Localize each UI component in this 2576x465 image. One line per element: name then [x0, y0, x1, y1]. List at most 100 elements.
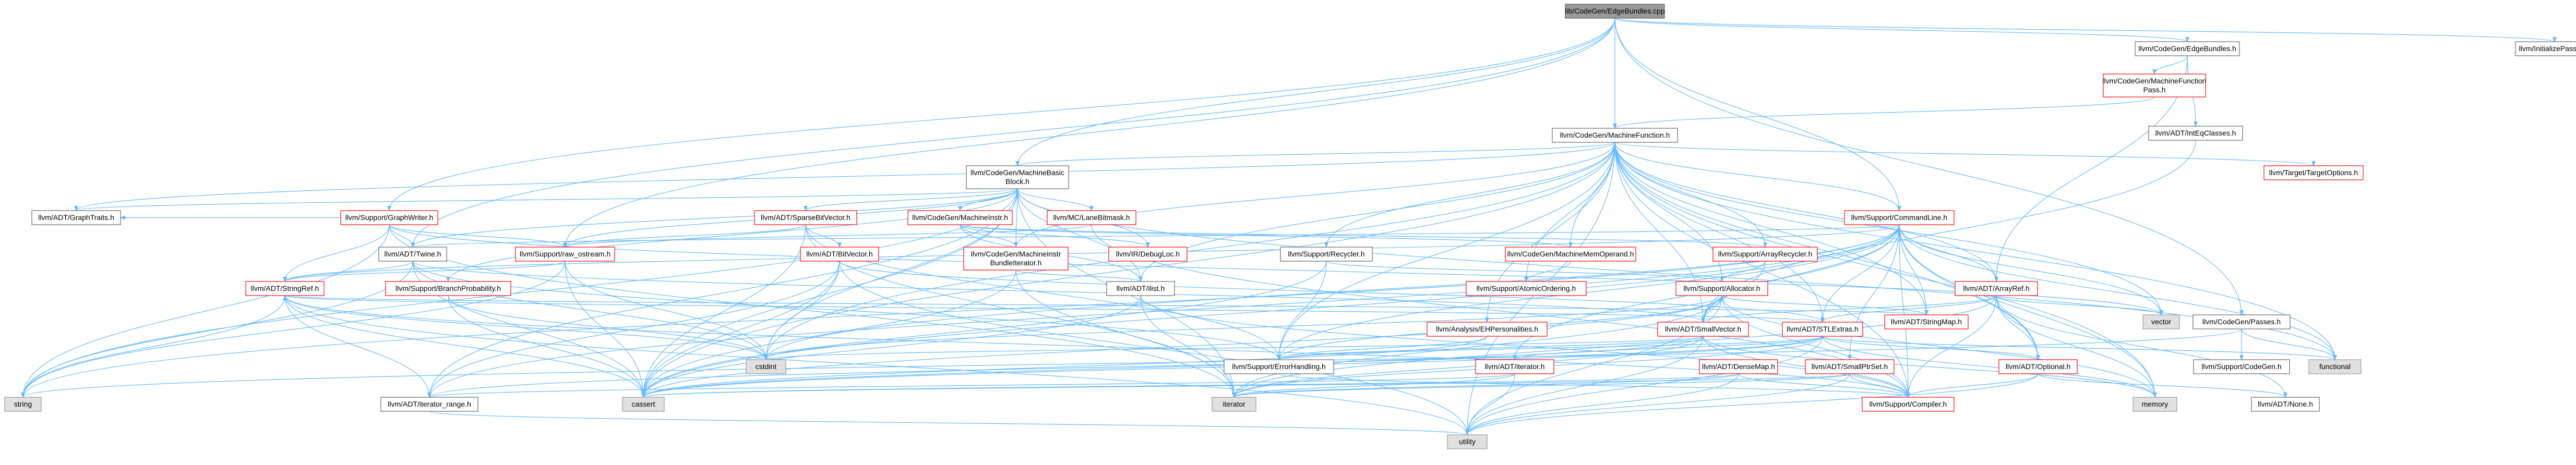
edge-graphwriter-to-ext-string [21, 224, 390, 398]
edge-mf-to-stringmap [1614, 142, 1928, 315]
node-label: llvm/Target/TargetOptions.h [2269, 168, 2358, 177]
edge-stlextras-to-ext-functional [1822, 336, 2337, 360]
edge-mf-to-ext-cstdint [764, 142, 1615, 360]
node-atomicordering[interactable]: llvm/Support/AtomicOrdering.h [1466, 281, 1587, 296]
edge-smallptrset-to-compiler [1849, 373, 1910, 398]
node-bitvector[interactable]: llvm/ADT/BitVector.h [800, 247, 879, 262]
node-inteqclasses[interactable]: llvm/ADT/IntEqClasses.h [2148, 126, 2243, 141]
edge-stringref-to-compiler [284, 295, 1910, 398]
node-label: llvm/CodeGen/MachineFunction [2102, 77, 2206, 85]
node-box [754, 210, 857, 225]
node-machineinstr[interactable]: llvm/CodeGen/MachineInstr.h [907, 210, 1013, 225]
edge-mfpass-to-mf [1613, 96, 2155, 129]
node-errorhandling[interactable]: llvm/Support/ErrorHandling.h [1224, 359, 1334, 374]
node-stlextras[interactable]: llvm/ADT/STLExtras.h [1782, 322, 1863, 337]
node-graphwriter[interactable]: llvm/Support/GraphWriter.h [340, 210, 438, 225]
node-smallvector[interactable]: llvm/ADT/SmallVector.h [1657, 322, 1749, 337]
node-optional[interactable]: llvm/ADT/Optional.h [1998, 359, 2078, 374]
node-box [966, 165, 1069, 189]
node-stringref[interactable]: llvm/ADT/StringRef.h [245, 281, 325, 296]
edge-mibundleiter-to-ext-cassert [641, 270, 1016, 398]
edge-commandline-to-ext-vector [1899, 224, 2163, 315]
node-arrayrecycler[interactable]: llvm/Support/ArrayRecycler.h [1712, 247, 1818, 262]
node-box [746, 359, 786, 374]
edge-mf-to-ext-cassert [641, 142, 1615, 398]
node-box [800, 247, 879, 262]
node-twine[interactable]: llvm/ADT/Twine.h [378, 247, 447, 262]
node-mf[interactable]: llvm/CodeGen/MachineFunction.h [1552, 128, 1678, 143]
node-box [1998, 359, 2078, 374]
node-densemap[interactable]: llvm/ADT/DenseMap.h [1699, 359, 1778, 374]
edge-machineinstr-to-irdebugloc [960, 224, 1150, 248]
node-box [378, 247, 447, 262]
node-label: llvm/CodeGen/MachineFunction.h [1560, 131, 1670, 139]
edge-stlextras-to-optional [1822, 336, 2040, 360]
node-lanebitmask[interactable]: llvm/MC/LaneBitmask.h [1047, 210, 1136, 225]
node-box [1447, 434, 1488, 449]
node-label: llvm/Support/ErrorHandling.h [1232, 362, 1326, 371]
node-targetoptions[interactable]: llvm/Target/TargetOptions.h [2263, 165, 2364, 180]
edge-stringmap-to-allocator [1720, 295, 1927, 315]
node-box [1427, 322, 1548, 337]
node-box [2135, 41, 2240, 56]
edge-stringref-to-ext-string [21, 295, 285, 398]
edge-smallvector-to-ext-cstdint [764, 336, 1704, 360]
node-sparsebitvector[interactable]: llvm/ADT/SparseBitVector.h [754, 210, 857, 225]
edge-errorhandling-to-compiler [1278, 373, 1910, 398]
edge-commandline-to-ext-functional [1899, 224, 2337, 360]
node-box [1505, 247, 1636, 262]
node-mibundleiter[interactable]: llvm/CodeGen/MachineInstrBundleIterator.… [963, 247, 1069, 271]
edge-bitvector-to-iterrange [427, 261, 840, 398]
node-recycler[interactable]: llvm/Support/Recycler.h [1280, 247, 1373, 262]
node-branchprob[interactable]: llvm/Support/BranchProbability.h [385, 281, 511, 296]
edge-mf-to-graphtraits [74, 142, 1615, 211]
node-root[interactable]: lib/CodeGen/EdgeBundles.cpp [1565, 4, 1665, 19]
node-allocator[interactable]: llvm/Support/Allocator.h [1675, 281, 1768, 296]
node-smallptrset[interactable]: llvm/ADT/SmallPtrSet.h [1805, 359, 1895, 374]
node-irdebugloc[interactable]: llvm/IR/DebugLoc.h [1108, 247, 1188, 262]
node-edgebundles-h[interactable]: llvm/CodeGen/EdgeBundles.h [2135, 41, 2240, 56]
node-label: llvm/InitializePasses.h [2519, 44, 2576, 53]
edge-branchprob-to-ext-cstdint [448, 295, 768, 360]
node-box [1657, 322, 1749, 337]
node-commandline[interactable]: llvm/Support/CommandLine.h [1844, 210, 1955, 225]
node-iterrange[interactable]: llvm/ADT/iterator_range.h [380, 397, 478, 412]
node-none[interactable]: llvm/ADT/None.h [2251, 397, 2320, 412]
node-ehpersonalities[interactable]: llvm/Analysis/EHPersonalities.h [1427, 322, 1548, 337]
node-label: llvm/Support/AtomicOrdering.h [1477, 284, 1576, 292]
edge-stringref-to-ext-cassert [284, 295, 645, 398]
node-compiler[interactable]: llvm/Support/Compiler.h [1862, 397, 1955, 412]
edge-root-to-rawostream [563, 18, 1615, 248]
node-codegen-h[interactable]: llvm/Support/CodeGen.h [2193, 359, 2290, 374]
edge-ilist-to-compiler [1140, 295, 1910, 398]
edge-root-to-commandline [1614, 18, 1901, 211]
edge-mf-to-recycler [1324, 142, 1615, 248]
edge-adtiterator-to-ext-iterator [1232, 373, 1515, 398]
edge-smallvector-to-errorhandling [1277, 336, 1704, 360]
node-ilist[interactable]: llvm/ADT/ilist.h [1106, 281, 1175, 296]
node-adtiterator[interactable]: llvm/ADT/iterator.h [1475, 359, 1554, 374]
node-initpasses[interactable]: llvm/InitializePasses.h [2515, 41, 2576, 56]
node-graphtraits[interactable]: llvm/ADT/GraphTraits.h [31, 210, 121, 225]
edge-graphwriter-to-stringref [283, 224, 390, 282]
edge-lanebitmask-to-rawostream [563, 224, 1092, 248]
node-stringmap[interactable]: llvm/ADT/StringMap.h [1884, 314, 1969, 329]
edge-commandline-to-arrayref [1899, 224, 1998, 282]
node-box [1224, 359, 1334, 374]
node-arrayref[interactable]: llvm/ADT/ArrayRef.h [1955, 281, 2038, 296]
edge-densemap-to-compiler [1738, 373, 1910, 398]
edge-root-to-codegenpasses [1614, 18, 2244, 315]
node-memoperand[interactable]: llvm/CodeGen/MachineMemOperand.h [1505, 247, 1636, 262]
node-box [1108, 247, 1188, 262]
edge-allocator-to-compiler [1721, 295, 1910, 398]
edge-sparsebitvector-to-ext-cassert [641, 224, 806, 398]
node-box [2103, 74, 2206, 97]
edge-mibundleiter-to-ilist [1015, 270, 1143, 282]
node-box [1712, 247, 1818, 262]
edge-arrayref-to-stlextras [1820, 295, 1997, 323]
node-rawostream[interactable]: llvm/Support/raw_ostream.h [515, 247, 615, 262]
node-codegenpasses[interactable]: llvm/CodeGen/Passes.h [2192, 314, 2291, 329]
edge-recycler-to-errorhandling [1277, 261, 1327, 360]
